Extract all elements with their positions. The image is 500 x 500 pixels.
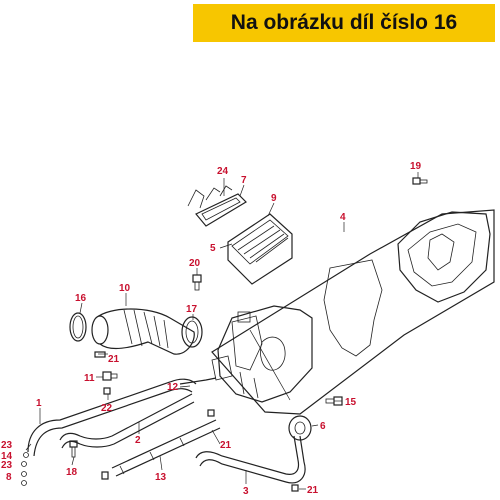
bolt-11 (102, 371, 118, 381)
callout-6: 6 (320, 421, 326, 432)
nut-22 (103, 387, 111, 395)
hose-13 (111, 419, 217, 469)
callout-13: 13 (155, 472, 167, 483)
filter-element (227, 213, 293, 285)
callout-2: 2 (135, 435, 141, 446)
callout-21-c: 21 (307, 485, 319, 496)
callout-14: 14 (1, 451, 13, 462)
leader-lines (25, 172, 419, 490)
grommet (288, 415, 312, 441)
callout-17: 17 (186, 304, 198, 315)
callout-4: 4 (340, 212, 346, 223)
callout-10: 10 (119, 283, 131, 294)
part-number-banner: Na obrázku díl číslo 16 (193, 4, 495, 42)
callout-24: 24 (217, 166, 229, 177)
intake-elbow (91, 308, 195, 355)
callout-11: 11 (84, 373, 95, 384)
callout-23-a: 23 (1, 440, 13, 451)
callout-21-b: 21 (220, 440, 232, 451)
hose-clamp-17 (181, 316, 203, 348)
callout-16: 16 (75, 293, 87, 304)
callout-22: 22 (101, 403, 113, 414)
clip-18 (69, 440, 78, 458)
hose-2 (59, 393, 193, 441)
hose-12 (179, 377, 217, 385)
callout-15: 15 (345, 397, 357, 408)
callout-20: 20 (189, 258, 201, 269)
callout-3: 3 (243, 486, 249, 497)
callout-23-b: 23 (1, 460, 13, 471)
callout-19: 19 (410, 161, 422, 172)
small-clips (21, 351, 299, 492)
callout-21-a: 21 (108, 354, 120, 365)
callout-8: 8 (6, 472, 12, 483)
hose-clamp-16 (69, 312, 87, 342)
callout-18: 18 (66, 467, 78, 478)
bolt-20 (192, 274, 202, 291)
callout-5: 5 (210, 243, 216, 254)
banner-text: Na obrázku díl číslo 16 (230, 11, 458, 34)
callout-12: 12 (167, 382, 179, 393)
hose-1 (27, 378, 197, 453)
callout-1: 1 (36, 398, 42, 409)
callout-7: 7 (241, 175, 247, 186)
air-box-assembly (211, 209, 495, 415)
bolt-19 (412, 177, 428, 185)
callout-9: 9 (271, 193, 277, 204)
filter-frame (187, 185, 247, 227)
hose-3 (195, 435, 300, 475)
